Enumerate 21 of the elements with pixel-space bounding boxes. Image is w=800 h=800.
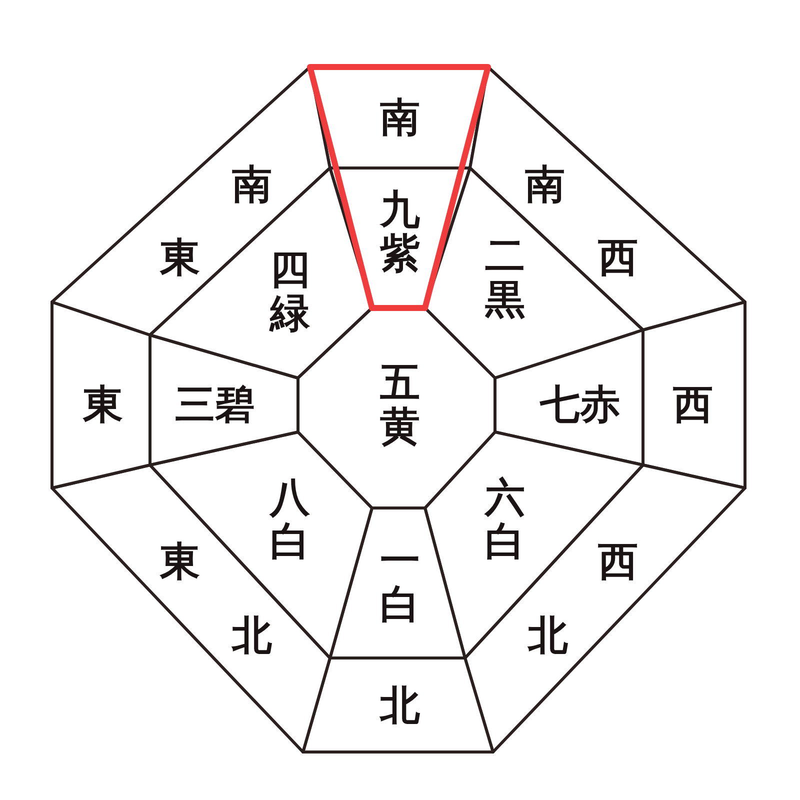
star-label: 四緑 xyxy=(270,248,310,336)
direction-label: 北 xyxy=(528,615,568,657)
star-label: 二黒 xyxy=(484,234,526,322)
direction-label: 北 xyxy=(380,685,420,727)
star-label: 五黄 xyxy=(380,361,420,449)
direction-label: 南 xyxy=(380,97,420,139)
direction-label: 南 xyxy=(232,164,272,206)
direction-label: 南 xyxy=(525,164,565,206)
direction-label: 東 xyxy=(160,541,200,583)
direction-label: 西 xyxy=(598,541,638,583)
star-label: 八白 xyxy=(270,476,310,564)
direction-label: 北 xyxy=(232,615,272,657)
star-label: 七赤 xyxy=(540,384,620,426)
star-label: 一白 xyxy=(380,539,420,627)
star-label: 六白 xyxy=(484,476,526,564)
direction-label: 西 xyxy=(598,237,638,279)
direction-label: 東 xyxy=(160,237,200,279)
direction-label: 東 xyxy=(83,384,123,426)
star-label: 九紫 xyxy=(380,188,420,276)
direction-label: 西 xyxy=(673,384,713,426)
star-label: 三碧 xyxy=(175,384,255,426)
